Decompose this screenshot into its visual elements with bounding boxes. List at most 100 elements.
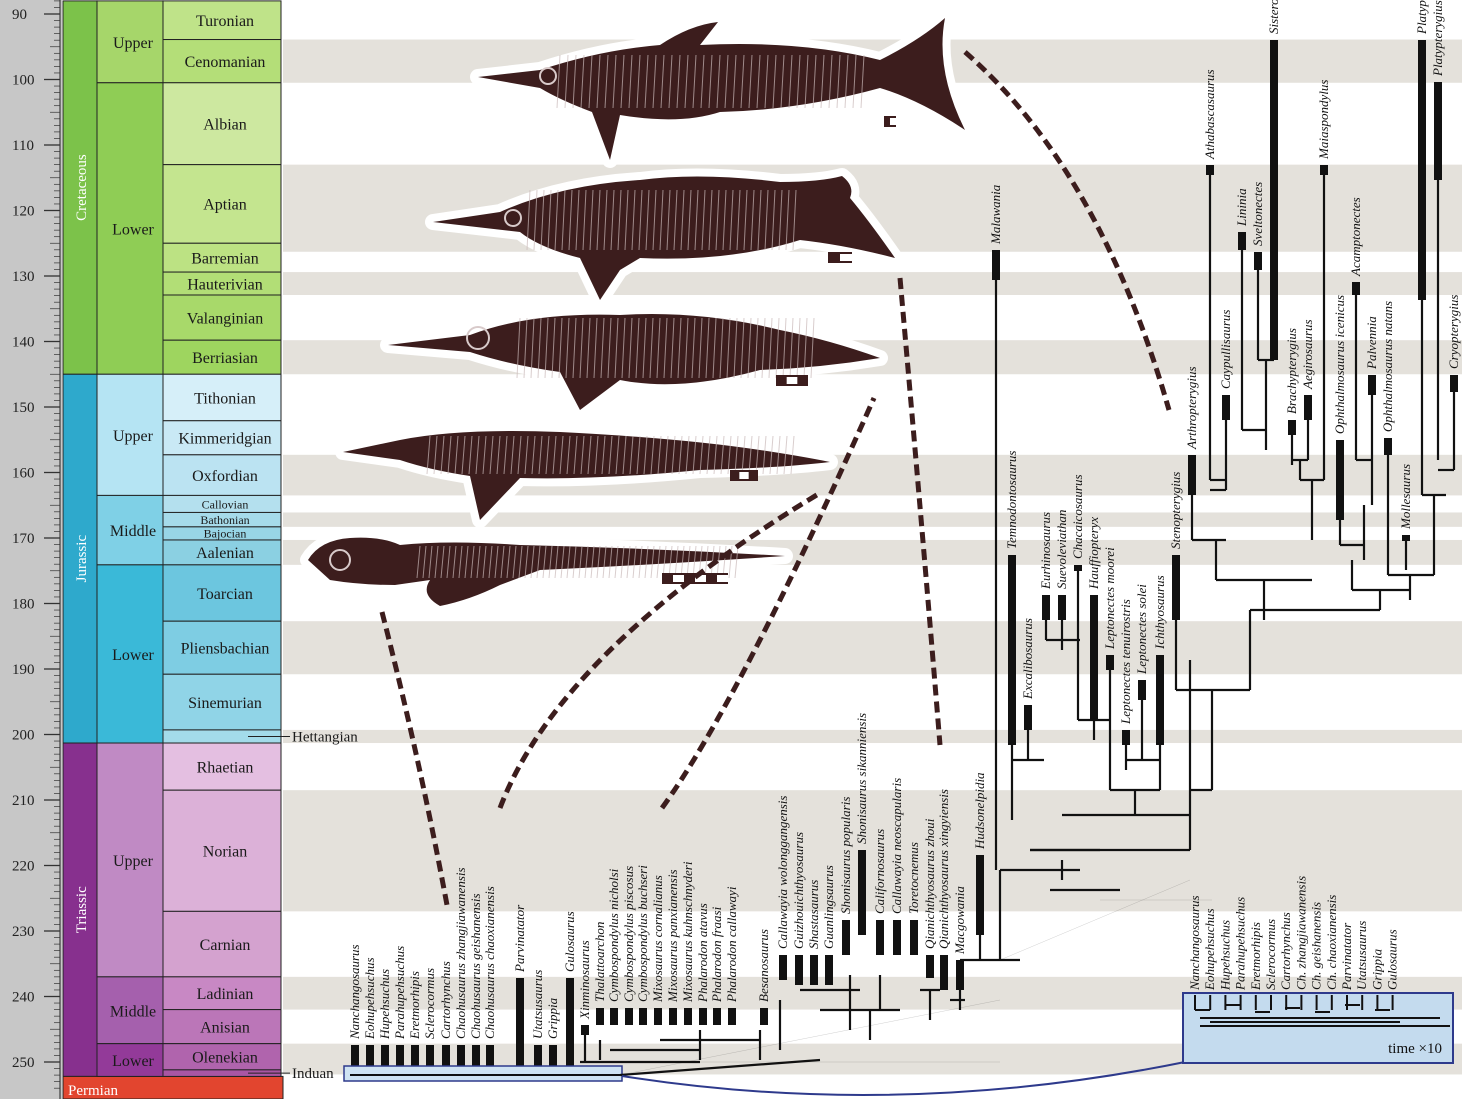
taxon-range-bar: [858, 850, 866, 935]
taxon-range-bar: [1156, 655, 1164, 745]
taxon-label: Sclerocormus: [422, 968, 437, 1039]
stage-label: Tithonian: [194, 390, 256, 407]
inset-taxon-label: Parahupehsuchus: [1233, 897, 1248, 991]
taxon-label: Parahupehsuchus: [392, 946, 407, 1040]
taxon-label: Cartorhynchus: [438, 961, 453, 1039]
taxon-range-bar: [411, 1045, 419, 1068]
stage-label: Hauterivian: [187, 276, 263, 293]
taxon-label: Mixosaurus cornalianus: [650, 875, 665, 1003]
axis-tick-label: 100: [12, 73, 35, 89]
taxon-label: Ichthyosaurus: [1152, 575, 1167, 650]
taxon-label: Utatsusaurus: [530, 970, 545, 1039]
stage-band: [283, 729, 1462, 744]
taxon-range-bar: [516, 978, 524, 1068]
taxon-label: Shonisaurus popularis: [838, 797, 853, 914]
taxon-label: Phalarodon atavus: [695, 903, 710, 1003]
taxon-range-bar: [713, 1008, 721, 1025]
taxon-range-bar: [810, 955, 818, 985]
stratigraphic-column: CretaceousJurassicTriassicPermianUpperLo…: [62, 0, 358, 1099]
taxon-range-bar: [442, 1045, 450, 1068]
taxon-range-bar: [1450, 375, 1458, 392]
taxon-label: Callawayia wolonggangensis: [775, 796, 790, 949]
taxon-range-bar: [760, 1008, 768, 1025]
stage-cell: [162, 420, 282, 456]
taxon-range-bar: [1352, 282, 1360, 295]
jurassic-silhouette: [380, 306, 888, 418]
stage-label: Pliensbachian: [181, 640, 270, 657]
stage-cell: [162, 242, 282, 273]
taxon-label: Leptonectes tenuirostris: [1118, 599, 1133, 725]
taxon-label: Mollesaurus: [1398, 464, 1413, 530]
taxon-range-bar: [795, 955, 803, 985]
taxon-range-bar: [610, 1008, 618, 1025]
taxon-range-bar: [992, 250, 1000, 280]
taxon-label: Maiaspondylus: [1316, 80, 1331, 160]
axis-tick-label: 90: [12, 7, 27, 23]
taxon-label: Mixosaurus panxianensis: [665, 869, 680, 1003]
stage-label: Cenomanian: [185, 54, 266, 71]
inset-connector: [621, 1061, 1186, 1096]
taxon-range-bar: [1008, 555, 1016, 745]
taxon-range-bar: [566, 978, 574, 1068]
taxon-label: Palvennia: [1364, 316, 1379, 370]
taxon-range-bar: [1384, 438, 1392, 455]
stage-label: Hettangian: [292, 729, 358, 745]
taxon-label: Guizhouichthyosaurus: [791, 832, 806, 949]
stage-cell: [162, 620, 282, 675]
stage-cell: [162, 910, 282, 978]
taxon-label: Excalibosaurus: [1020, 618, 1035, 700]
stage-cell: [162, 1009, 282, 1045]
period-cell: [62, 742, 98, 1077]
axis-tick-label: 210: [12, 793, 35, 809]
skeletal-silhouettes: [300, 10, 1172, 906]
stage-label: Sinemurian: [188, 695, 262, 712]
epoch-label: Upper: [113, 428, 154, 445]
time-axis-panel: [0, 0, 62, 1099]
taxon-range-bar: [486, 1045, 494, 1068]
taxon-range-bar: [779, 955, 787, 980]
taxon-range-bar: [549, 1045, 557, 1068]
taxon-label: Leptonectes moorei: [1102, 547, 1117, 650]
inset-taxon-label: Eretmorhipis: [1248, 922, 1263, 991]
taxon-label: Mixosaurus kuhnschnyderi: [680, 861, 695, 1003]
epoch-label: Upper: [113, 853, 154, 870]
stage-cell: [162, 373, 282, 422]
taxon-range-bar: [1336, 440, 1344, 520]
taxon-label: Chacaicosaurus: [1070, 475, 1085, 560]
taxon-range-bar: [654, 1008, 662, 1025]
inset-taxon-label: Ch. zhangjiawanensis: [1293, 876, 1308, 990]
axis-tick-label: 250: [12, 1055, 35, 1071]
silhouette-connectors: [379, 50, 1172, 906]
taxon-label: Arthropterygius: [1184, 366, 1199, 450]
taxon-label: Grippia: [545, 997, 560, 1039]
taxon-range-bar: [940, 955, 948, 990]
epoch-label: Lower: [112, 1053, 154, 1070]
taxon-label: Eohupehsuchus: [362, 957, 377, 1040]
period-label: Jurassic: [74, 535, 90, 583]
taxon-range-bar: [893, 920, 901, 955]
taxon-range-bar: [876, 920, 884, 955]
taxon-label: Shonisaurus sikanniensis: [854, 713, 869, 844]
taxon-label: Phalarodon callawayi: [724, 886, 739, 1003]
taxon-label: Platypterygius americanus: [1414, 0, 1429, 35]
taxon-range-bar: [596, 1008, 604, 1025]
taxon-range-bar: [1368, 375, 1376, 395]
taxon-range-bar: [1288, 420, 1296, 435]
taxon-range-bar: [426, 1045, 434, 1068]
epoch-cell: [96, 1043, 164, 1077]
taxon-range-bar: [625, 1008, 633, 1025]
taxon-range-bar: [351, 1045, 359, 1068]
axis-tick-label: 150: [12, 400, 35, 416]
taxon-label: Lininia: [1234, 188, 1249, 227]
axis-tick-label: 140: [12, 335, 35, 351]
epoch-cell: [96, 742, 164, 978]
taxon-range-bar: [1206, 165, 1214, 175]
taxon-label: Xinminosaurus: [577, 940, 592, 1020]
epoch-cell: [96, 0, 164, 84]
middle-silhouette: [425, 168, 903, 308]
stage-label: Callovian: [202, 497, 249, 511]
taxon-range-bar: [1304, 395, 1312, 420]
taxon-label: Temnodontosaurus: [1004, 451, 1019, 549]
taxon-range-bar: [396, 1045, 404, 1068]
